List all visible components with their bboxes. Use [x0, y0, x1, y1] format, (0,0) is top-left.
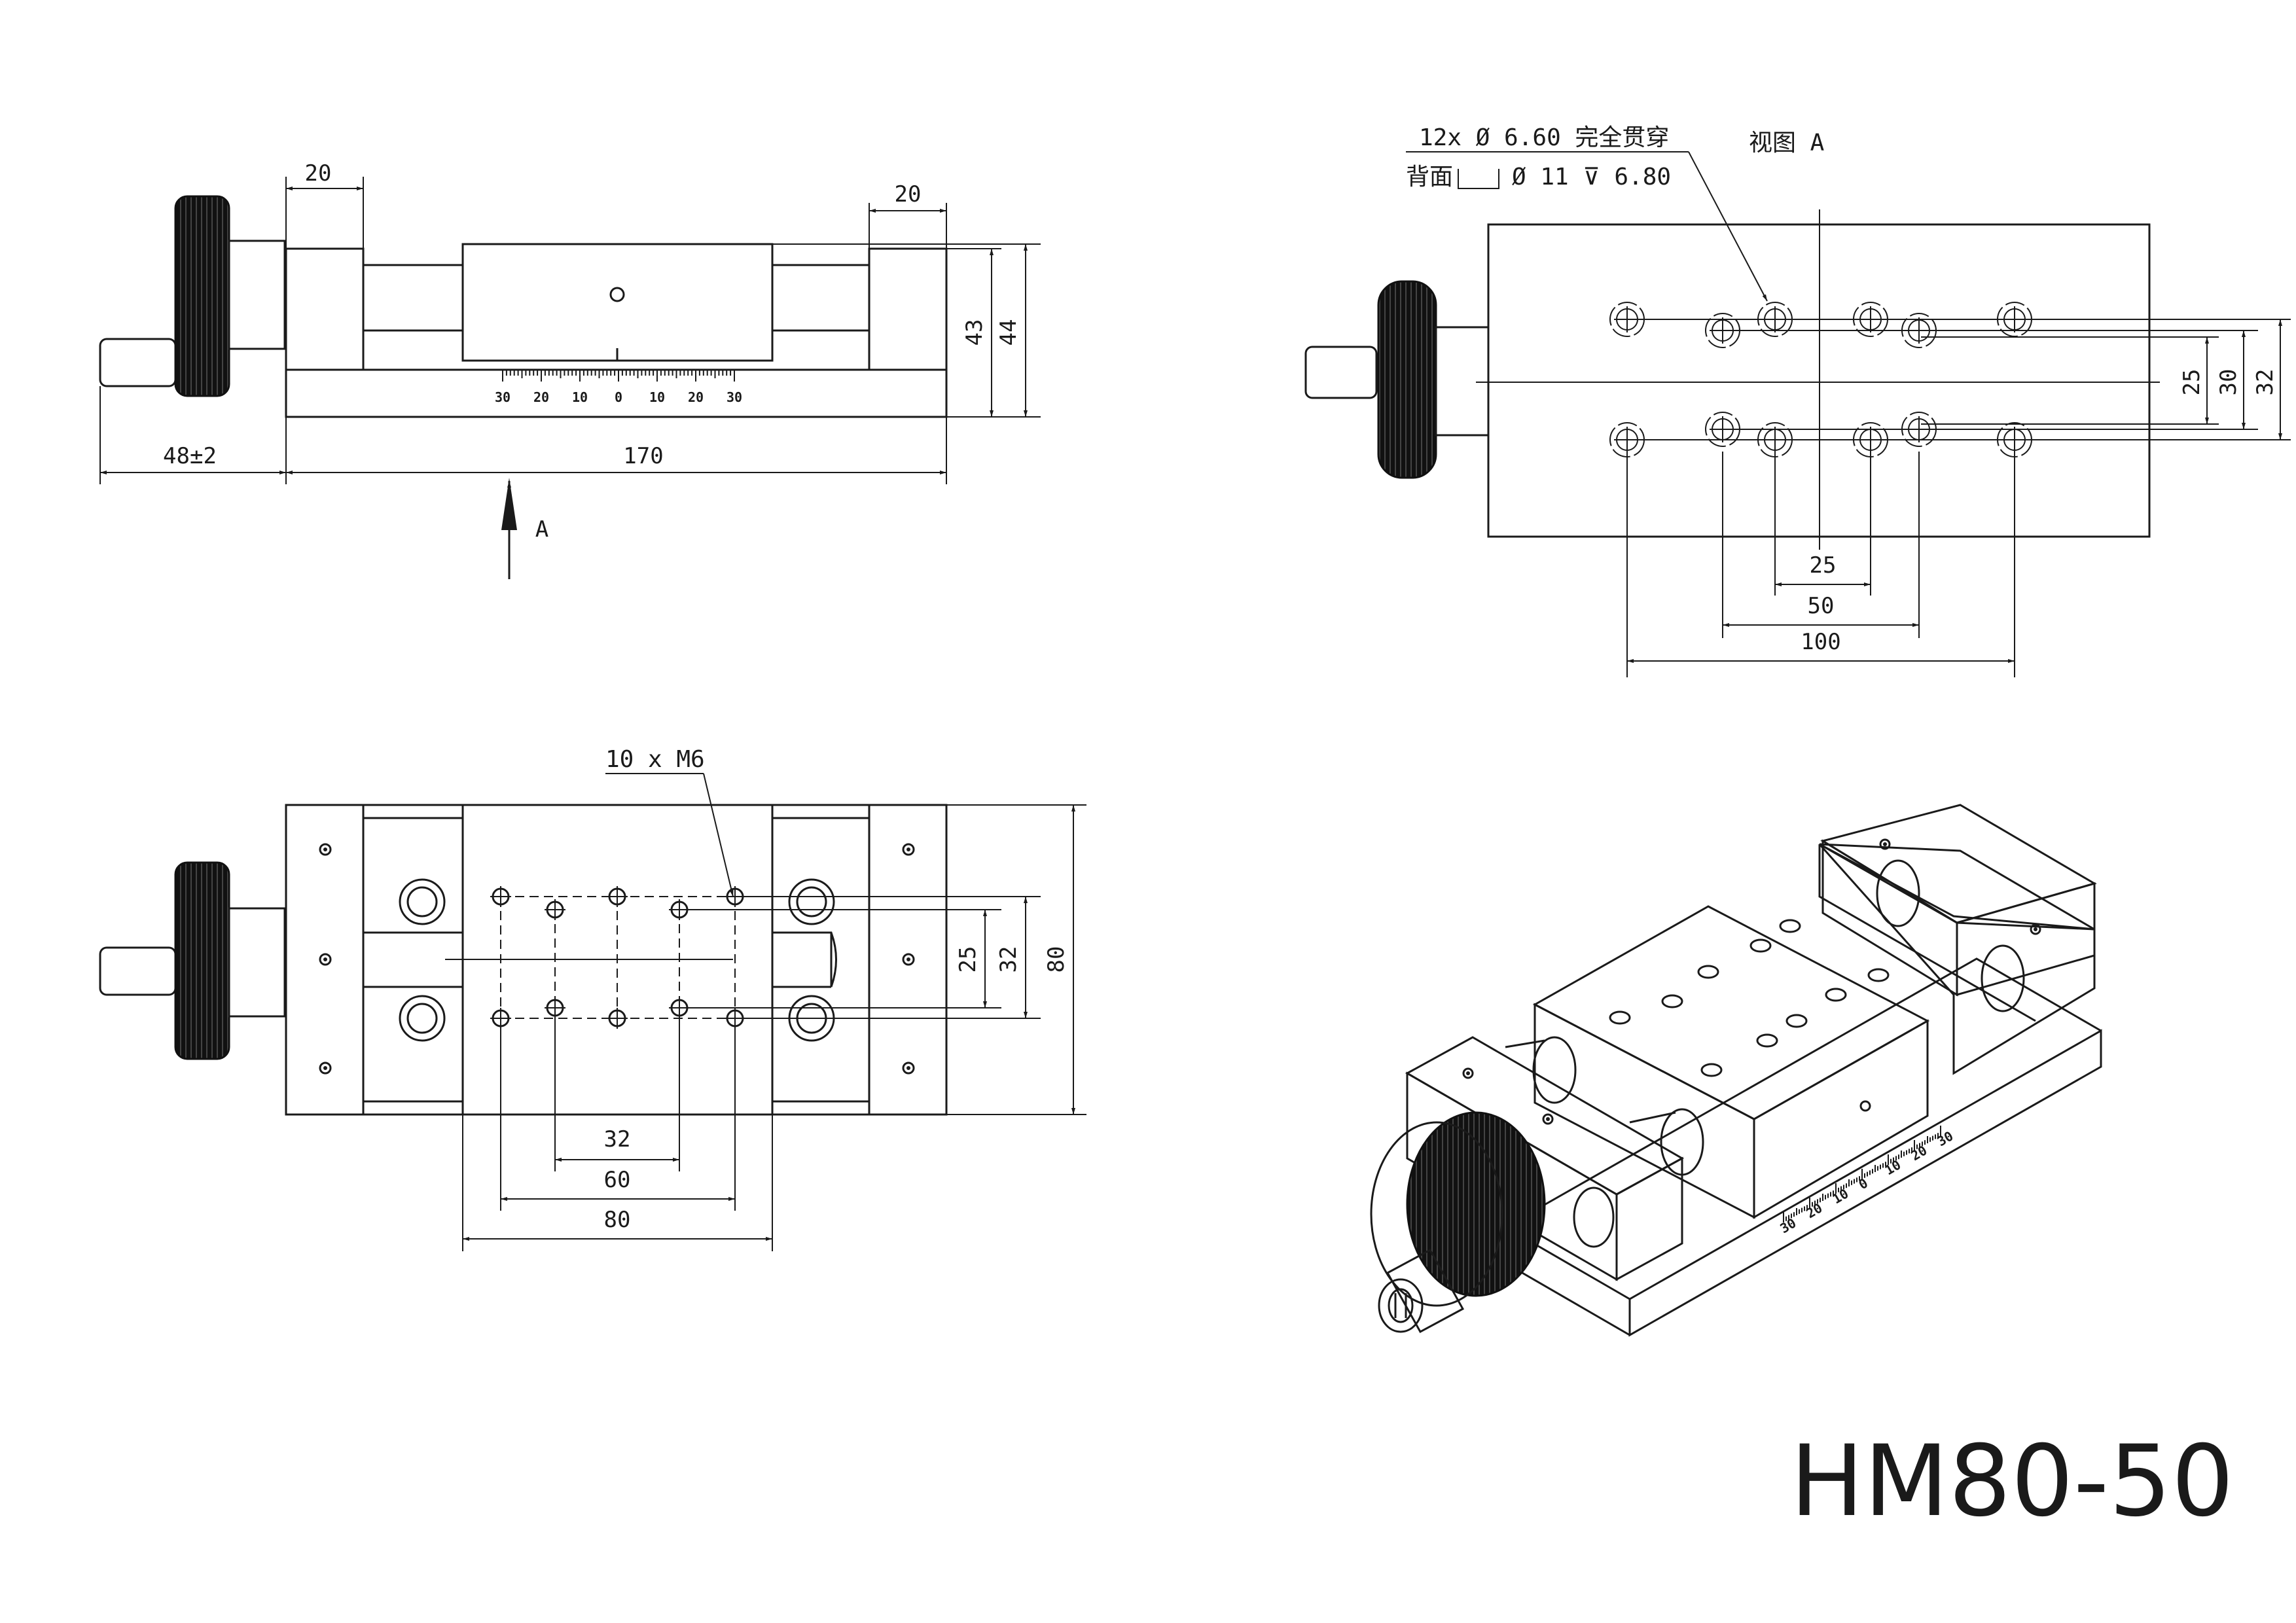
carriage-holes — [1609, 919, 1890, 1077]
mounting-holes — [1609, 302, 2032, 457]
carriage — [461, 243, 774, 362]
hole-note-suffix: Ø 11 ⊽ 6.80 — [1512, 164, 1671, 190]
dim-knob: 48±2 — [163, 443, 217, 469]
thread-note: 10 x M6 — [605, 746, 705, 773]
carriage-top-iso — [1532, 905, 1930, 1120]
rod-area-right — [771, 817, 870, 1103]
dim-h25: 25 — [1810, 552, 1837, 579]
right-rod — [771, 264, 870, 332]
dim-h32: 32 — [604, 1126, 631, 1152]
counterbore-symbol — [1458, 169, 1499, 189]
carriage-hole-iso — [1785, 1014, 1808, 1028]
dim-h100: 100 — [1801, 629, 1840, 655]
carriage-hole-iso — [1825, 988, 1847, 1002]
dim-height-43: 43 — [961, 319, 988, 346]
dim-right-offset: 20 — [895, 181, 922, 207]
scale-label: 20 — [688, 389, 704, 405]
front-view: 30 20 10 0 10 20 30 20 20 43 44 48±2 170 — [99, 160, 1041, 579]
carriage-hole — [609, 287, 625, 302]
knurled-knob[interactable] — [174, 861, 230, 1060]
dim-h50: 50 — [1808, 593, 1835, 619]
carriage-hole-iso — [1756, 1033, 1778, 1048]
scale-ticks — [502, 370, 735, 382]
carriage-hole-iso — [1700, 1063, 1723, 1077]
view-arrow-label: A — [535, 516, 548, 543]
dim-h60: 60 — [604, 1167, 631, 1193]
scale-label: 30 — [495, 389, 511, 405]
carriage-hole-iso — [1779, 919, 1801, 933]
knob-shaft — [99, 338, 177, 387]
carriage-hole-iso — [1867, 968, 1890, 982]
knurled-knob[interactable] — [1406, 1111, 1546, 1297]
scale-label: 20 — [1804, 1200, 1825, 1221]
iso-scale — [1783, 1126, 1941, 1222]
dim-h80: 80 — [604, 1207, 631, 1233]
scale-label: 30 — [1778, 1215, 1799, 1236]
scale-label: 20 — [533, 389, 549, 405]
dim-height-44: 44 — [996, 319, 1022, 346]
scale-label: 10 — [649, 389, 665, 405]
carriage-hole-iso — [1661, 994, 1683, 1008]
scale-label: 10 — [1830, 1185, 1852, 1207]
dim-v32: 32 — [996, 946, 1022, 973]
bottom-view: 视图 A 12x Ø 6.60 完全贯穿 背面 Ø 11 ⊽ 6.80 25 3… — [1304, 124, 2291, 677]
hole-note-prefix: 背面 — [1406, 164, 1453, 190]
scale-label: 0 — [1856, 1175, 1871, 1193]
carriage-hole-iso — [1749, 938, 1772, 953]
dim-v25: 25 — [955, 946, 981, 973]
carriage-hole-iso — [1697, 965, 1719, 979]
knurled-knob[interactable] — [1377, 280, 1437, 479]
base — [285, 368, 948, 418]
scale-label: 0 — [615, 389, 622, 405]
dim-32: 32 — [2252, 369, 2278, 396]
dim-v80: 80 — [1043, 946, 1069, 973]
scale-label: 30 — [1935, 1128, 1956, 1149]
carriage-hole-iso — [1609, 1010, 1631, 1025]
right-end-block — [868, 247, 948, 371]
model-title: HM80-50 — [1790, 1425, 2234, 1539]
left-rod — [362, 264, 464, 332]
scale-label: 10 — [1882, 1156, 1904, 1178]
left-end-block — [285, 247, 365, 371]
isometric-view: 30 20 10 0 10 20 30 — [1370, 804, 2102, 1337]
hole-note-line1: 12x Ø 6.60 完全贯穿 — [1419, 124, 1669, 151]
dim-length: 170 — [623, 443, 663, 469]
scale-label: 10 — [572, 389, 588, 405]
dim-30: 30 — [2215, 369, 2242, 396]
knob-collar — [228, 240, 286, 350]
dim-left-offset: 20 — [305, 160, 332, 187]
dim-25: 25 — [2179, 369, 2205, 396]
view-a-label: 视图 A — [1749, 130, 1825, 156]
scale-label: 30 — [726, 389, 742, 405]
scale-label: 20 — [1909, 1142, 1930, 1164]
top-view: 10 x M6 — [99, 746, 1086, 1251]
knurled-knob[interactable] — [174, 195, 230, 397]
